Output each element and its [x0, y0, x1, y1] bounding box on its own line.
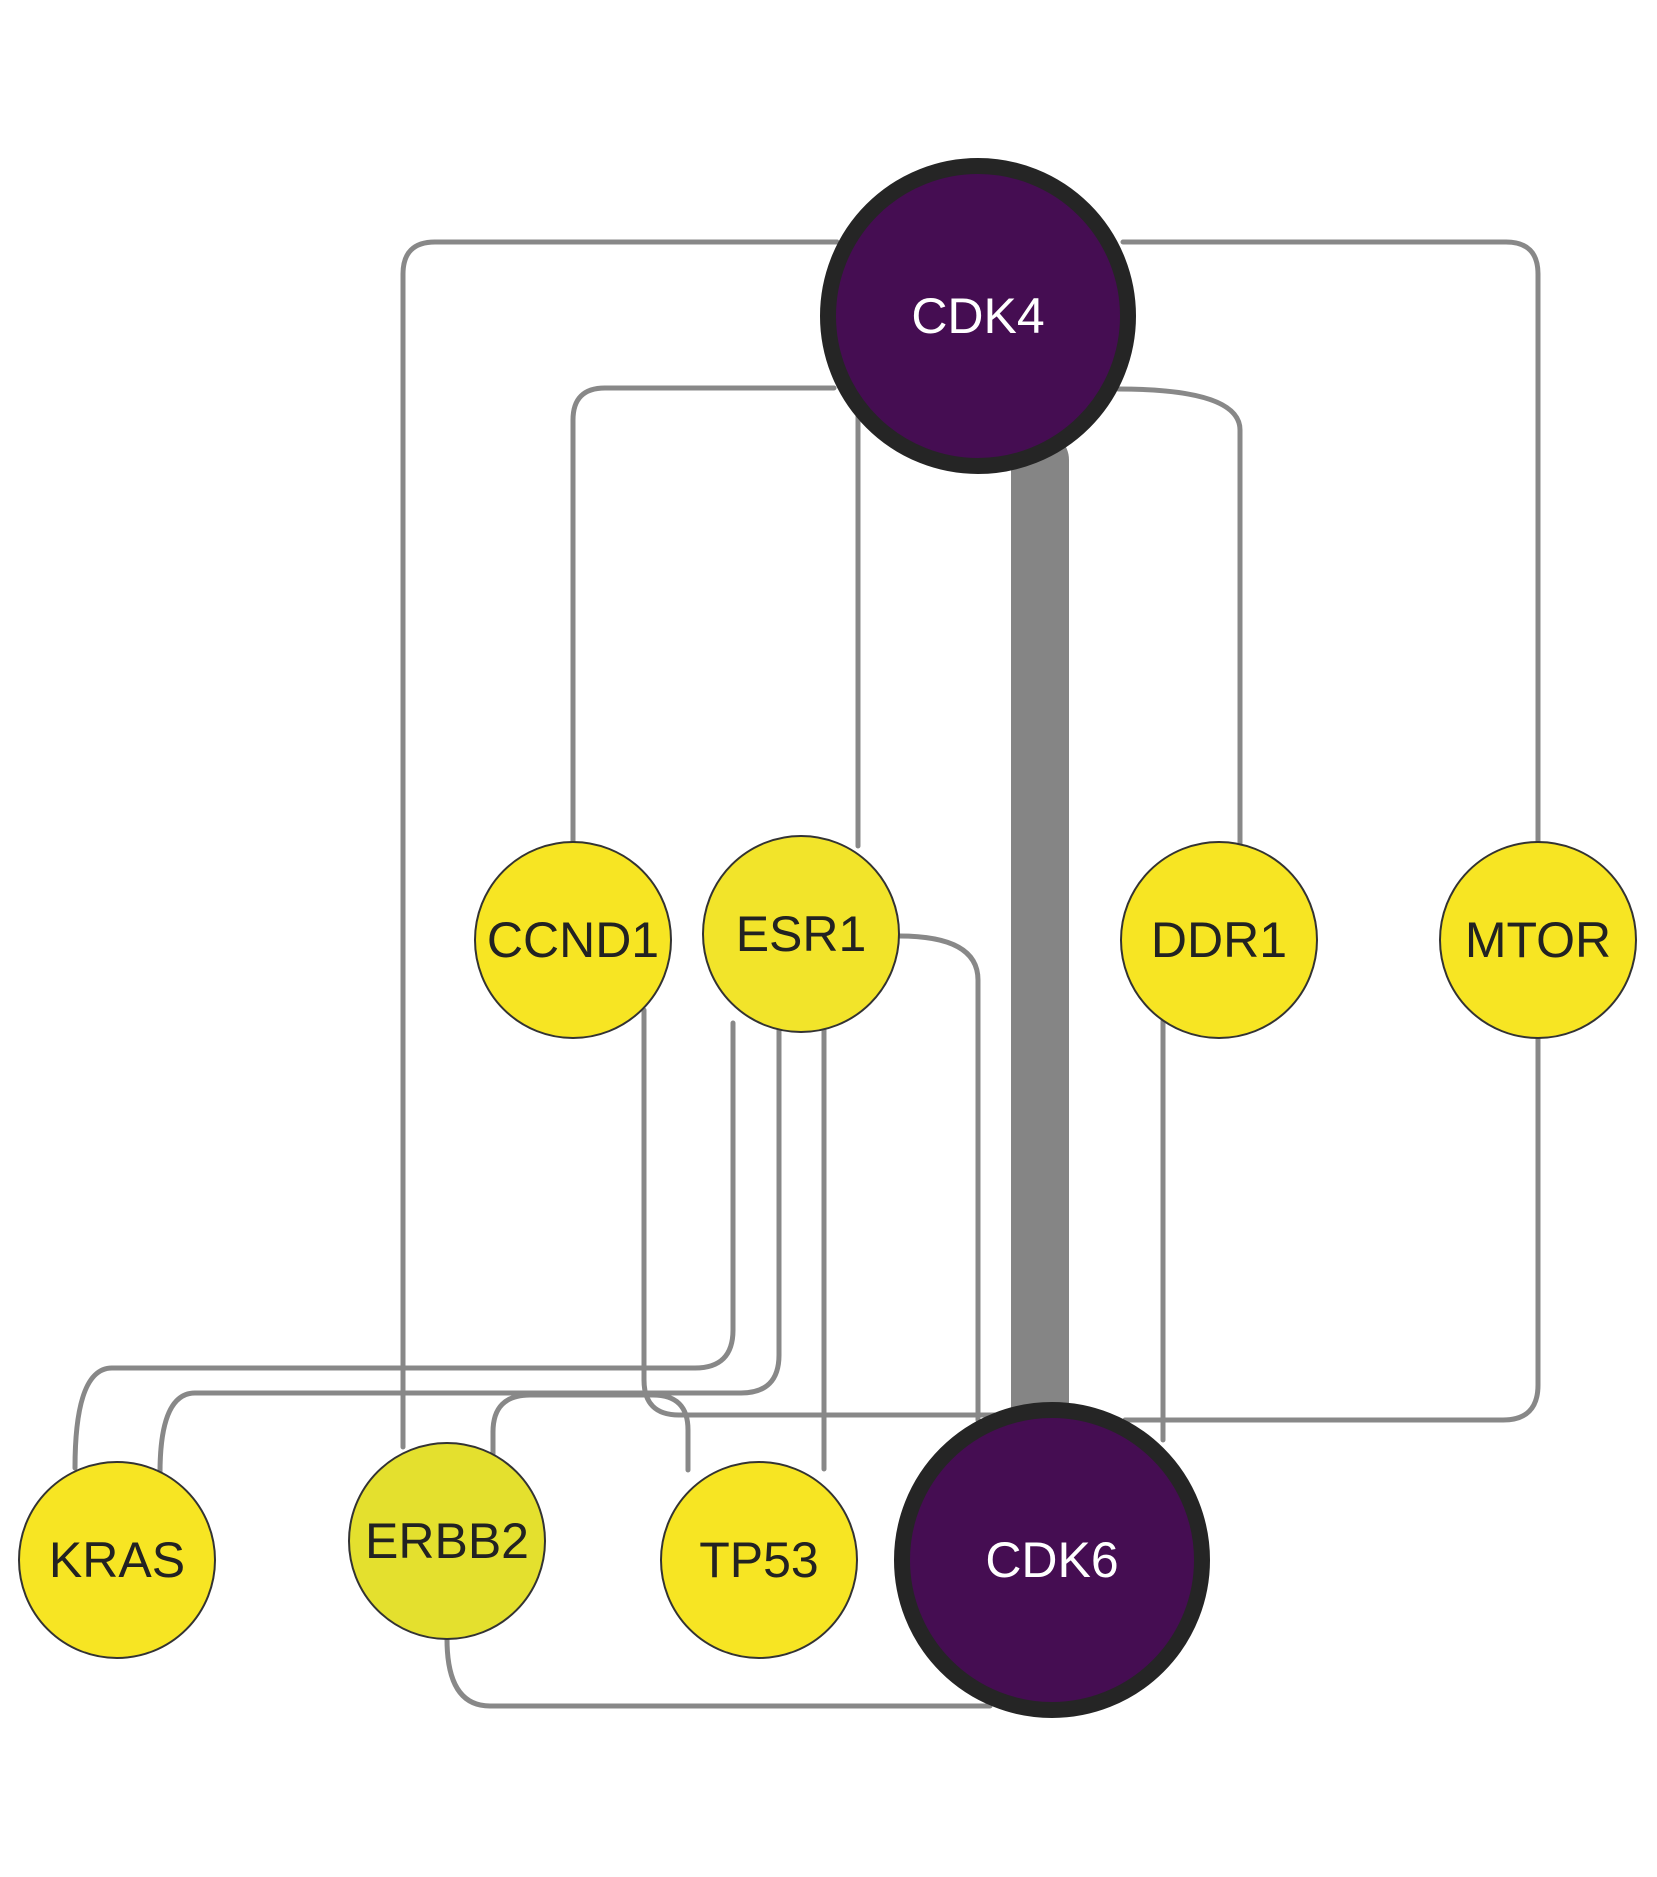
edge-esr1-kras — [72, 1020, 736, 1471]
edge-mtor-cdk6 — [1122, 1035, 1541, 1423]
node-label: MTOR — [1465, 912, 1611, 968]
node-label: CDK6 — [985, 1532, 1118, 1588]
node-tp53[interactable]: TP53 — [660, 1461, 858, 1659]
node-label: KRAS — [49, 1532, 185, 1588]
node-circle — [348, 1442, 546, 1640]
node-circle — [1439, 841, 1637, 1039]
node-circle — [18, 1461, 216, 1659]
edge-ccnd1-tp53 — [641, 1007, 1023, 1418]
node-label: TP53 — [699, 1532, 819, 1588]
edge-cdk4-ccnd1 — [570, 385, 837, 845]
node-cdk4[interactable]: CDK4 — [820, 158, 1136, 474]
node-ccnd1[interactable]: CCND1 — [474, 841, 672, 1039]
node-label: ERBB2 — [365, 1513, 529, 1569]
node-circle — [894, 1402, 1210, 1718]
edge-esr1-cdk6 — [896, 933, 981, 1423]
node-label: ESR1 — [736, 906, 867, 962]
node-circle — [820, 158, 1136, 474]
node-label: CCND1 — [487, 912, 659, 968]
node-label: CDK4 — [911, 288, 1044, 344]
edge-esr1-erbb2 — [157, 1027, 782, 1476]
edge-cdk4-mtor — [1120, 239, 1541, 845]
node-erbb2[interactable]: ERBB2 — [348, 1442, 546, 1640]
node-esr1[interactable]: ESR1 — [702, 835, 900, 1033]
node-circle — [702, 835, 900, 1033]
edge-routing-segment — [490, 1392, 691, 1473]
node-circle — [474, 841, 672, 1039]
node-mtor[interactable]: MTOR — [1439, 841, 1637, 1039]
edge-layer — [72, 239, 1541, 1709]
node-ddr1[interactable]: DDR1 — [1120, 841, 1318, 1039]
node-kras[interactable]: KRAS — [18, 1461, 216, 1659]
edge-cdk4-erbb2 — [400, 239, 840, 1450]
node-cdk6[interactable]: CDK6 — [894, 1402, 1210, 1718]
node-label: DDR1 — [1151, 912, 1287, 968]
node-circle — [1120, 841, 1318, 1039]
edge-cdk4-ddr1 — [1115, 386, 1243, 847]
edge-erbb2-cdk6 — [444, 1636, 993, 1709]
node-circle — [660, 1461, 858, 1659]
